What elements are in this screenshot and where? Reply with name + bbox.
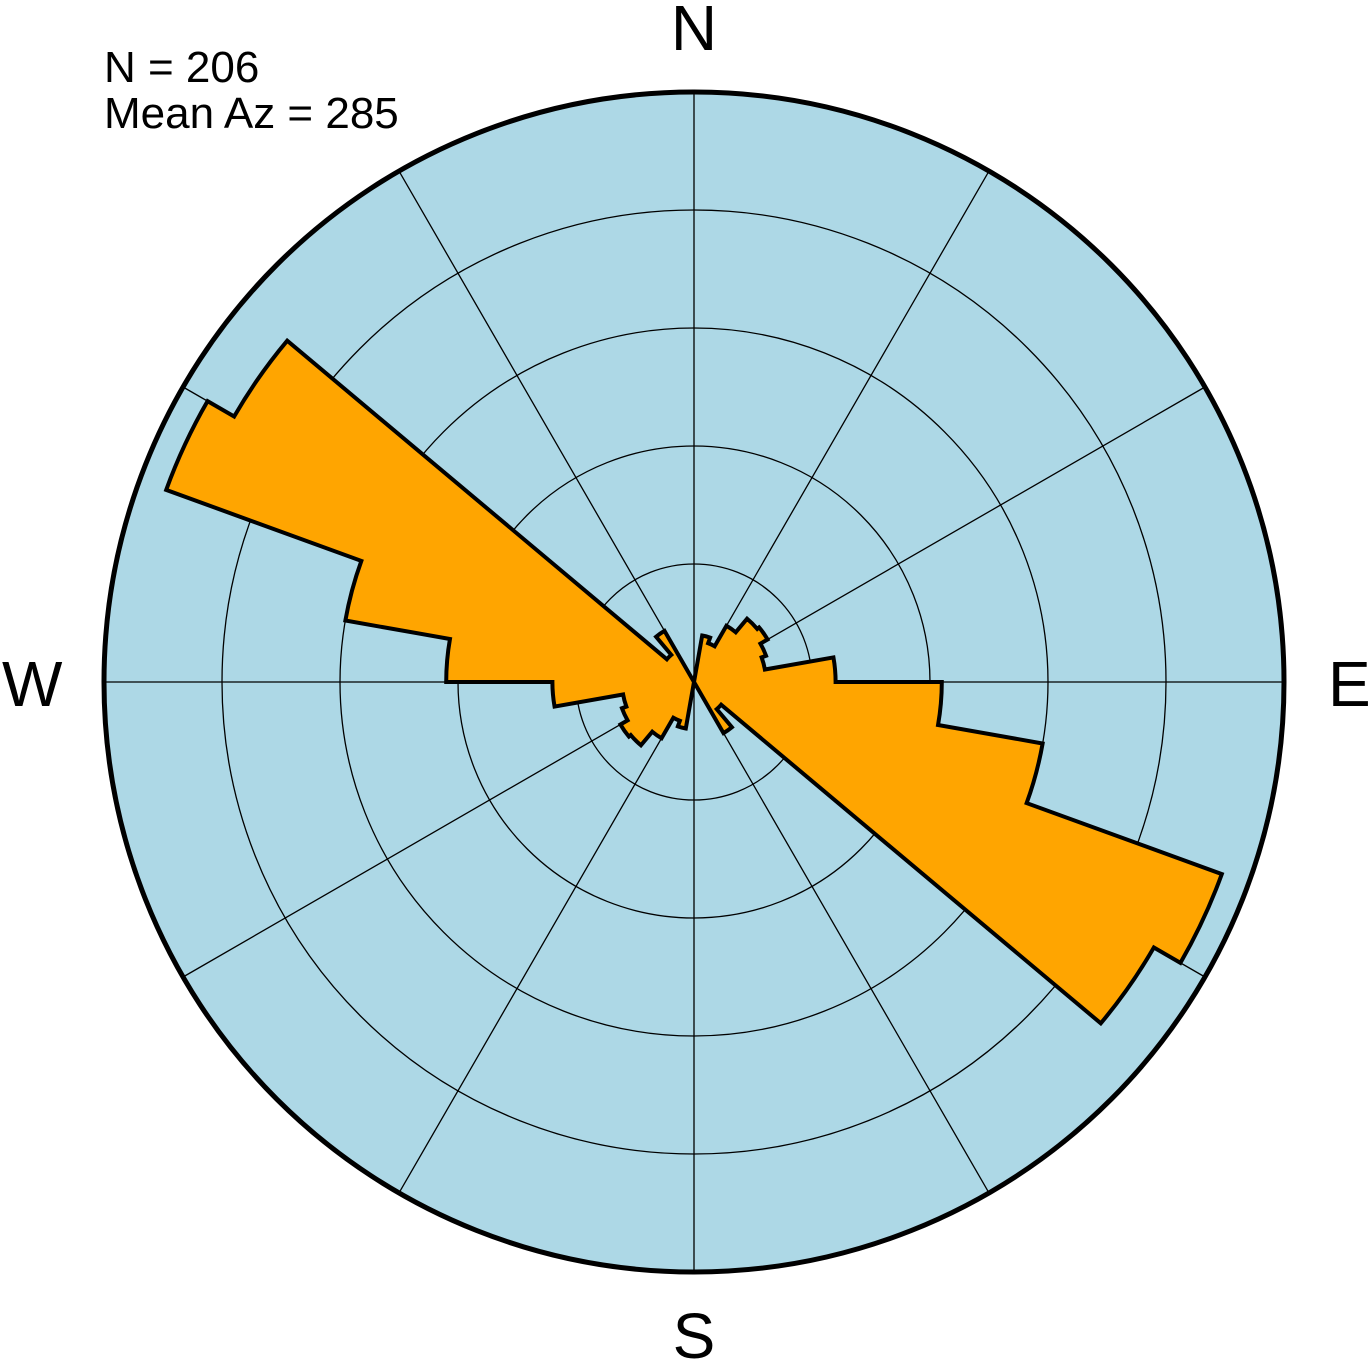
grid-spoke: [693, 681, 990, 1194]
grid-spoke: [398, 681, 695, 1194]
mean-azimuth-label: Mean Az = 285: [104, 89, 399, 138]
compass-west-label: W: [2, 648, 63, 720]
grid-spoke: [182, 681, 695, 978]
grid-spoke: [693, 170, 990, 683]
compass-north-label: N: [671, 0, 717, 64]
compass-east-label: E: [1328, 648, 1368, 720]
rose-petals: [163, 337, 1225, 1027]
rose-petal-outline: [163, 337, 697, 749]
rose-petal-outline: [691, 615, 1225, 1027]
grid-spoke: [693, 386, 1206, 683]
compass-south-label: S: [673, 1300, 716, 1365]
rose-outer-frame: [101, 89, 1287, 1275]
sample-count-label: N = 206: [104, 43, 259, 92]
grid-spoke: [398, 170, 695, 683]
